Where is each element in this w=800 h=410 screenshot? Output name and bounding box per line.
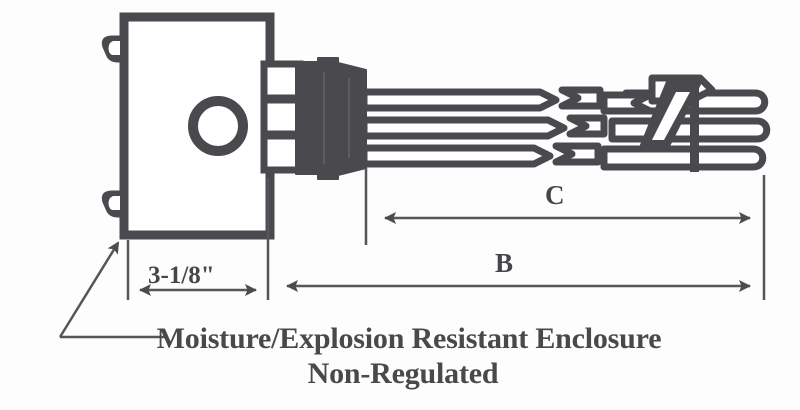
leader-diagonal	[58, 241, 120, 338]
element-tie-bar	[690, 78, 699, 172]
heating-element-tubes	[360, 86, 608, 168]
dimension-label-enclosure-width: 3-1/8"	[148, 262, 215, 289]
crossover-strap-void	[652, 92, 690, 140]
hex-fitting-body	[295, 57, 367, 180]
element-tube	[360, 144, 554, 168]
terminal-block	[260, 96, 304, 138]
return-bend-tube	[608, 117, 771, 143]
break-symbol	[600, 91, 654, 115]
element-tube	[360, 116, 568, 140]
mounting-lug-top-void	[108, 41, 120, 55]
conduit-entry-hole	[188, 96, 248, 156]
dimension-label-b: B	[495, 248, 514, 278]
return-bend-tube	[600, 145, 767, 171]
terminal-block	[260, 132, 304, 174]
terminal-enclosure	[101, 12, 275, 240]
break-symbol	[558, 86, 604, 110]
break-symbol	[552, 142, 602, 166]
caption-leader-line	[58, 241, 168, 339]
terminal-block	[260, 60, 304, 102]
element-return-bends	[600, 74, 771, 172]
mounting-lug-bottom-void	[108, 196, 120, 210]
break-symbol	[566, 114, 608, 138]
terminal-block-stack	[260, 60, 304, 174]
dimension-arrows	[139, 212, 751, 296]
element-tube	[360, 88, 560, 112]
hex-screw-plug-fitting	[295, 57, 367, 180]
extension-lines	[126, 168, 766, 300]
dimension-label-c: C	[545, 180, 565, 210]
